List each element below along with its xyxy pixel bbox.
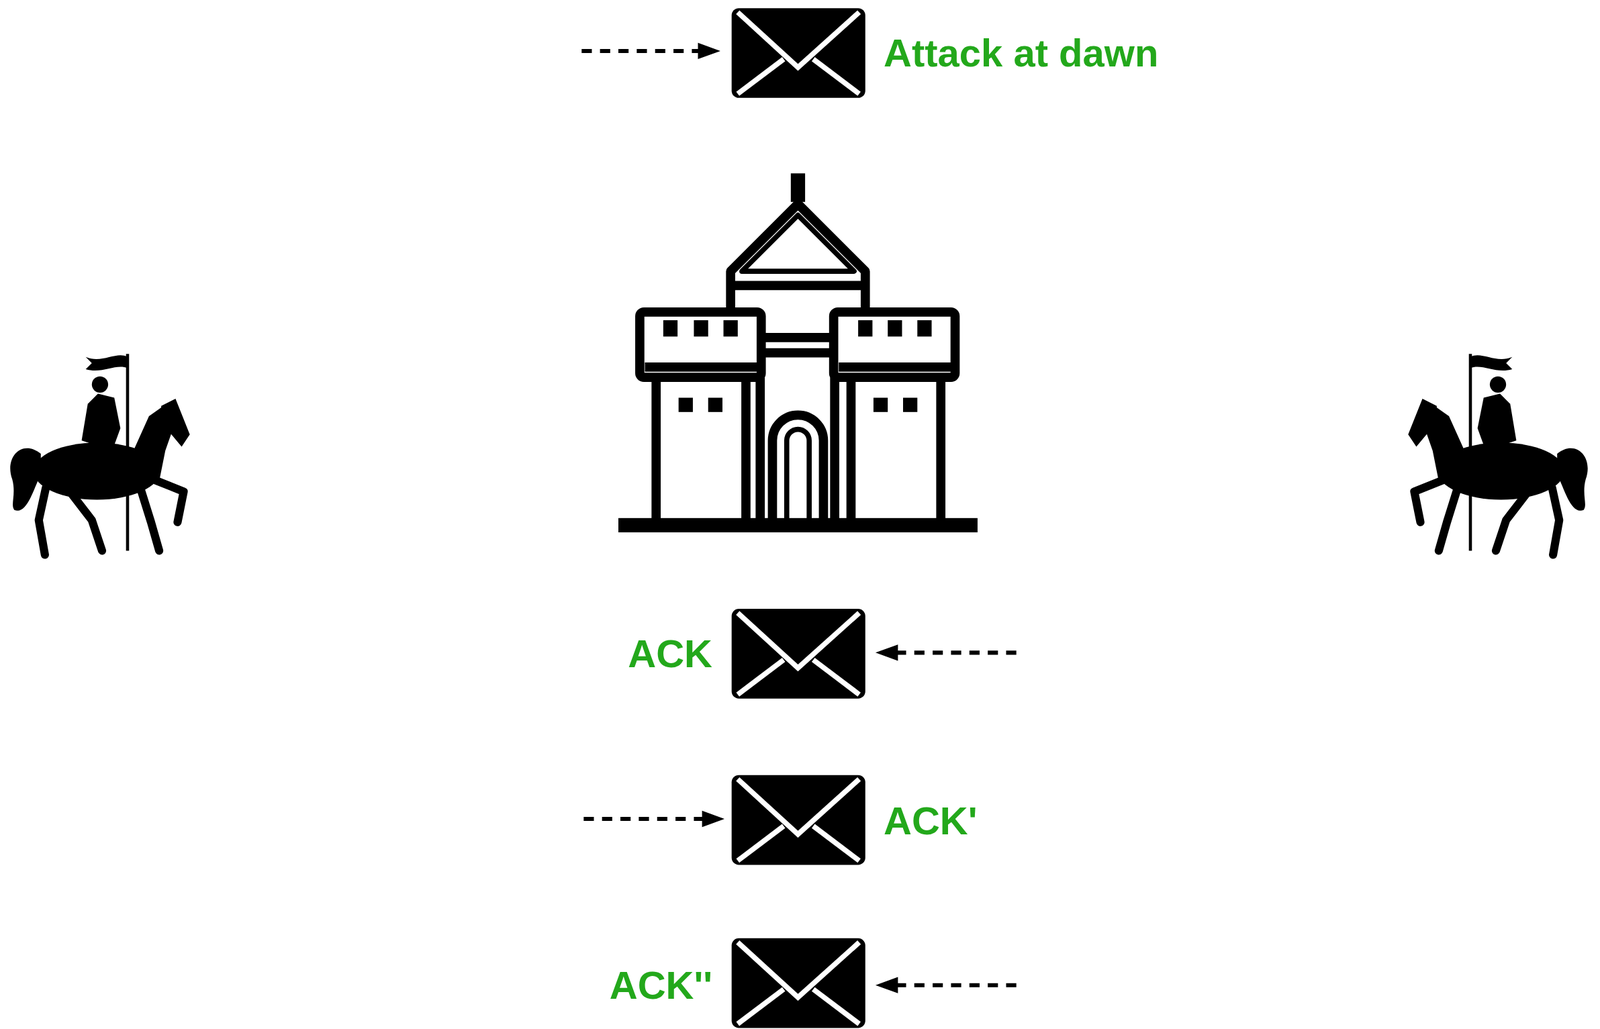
envelope-icon [731,938,866,1029]
message-label: ACK [627,632,713,676]
message-arrow [875,644,1017,661]
message-arrow [583,811,725,828]
castle-icon [618,173,978,533]
envelope-icon [731,608,866,699]
message-label: Attack at dawn [883,31,1159,75]
message-arrow [581,42,721,60]
message-label: ACK'' [609,964,713,1008]
envelope-icon [731,775,866,866]
knight-figure [10,353,190,555]
envelope-icon [731,8,866,99]
message-arrow [875,977,1017,994]
knight-figure [1407,353,1588,555]
message-label: ACK' [883,799,977,843]
